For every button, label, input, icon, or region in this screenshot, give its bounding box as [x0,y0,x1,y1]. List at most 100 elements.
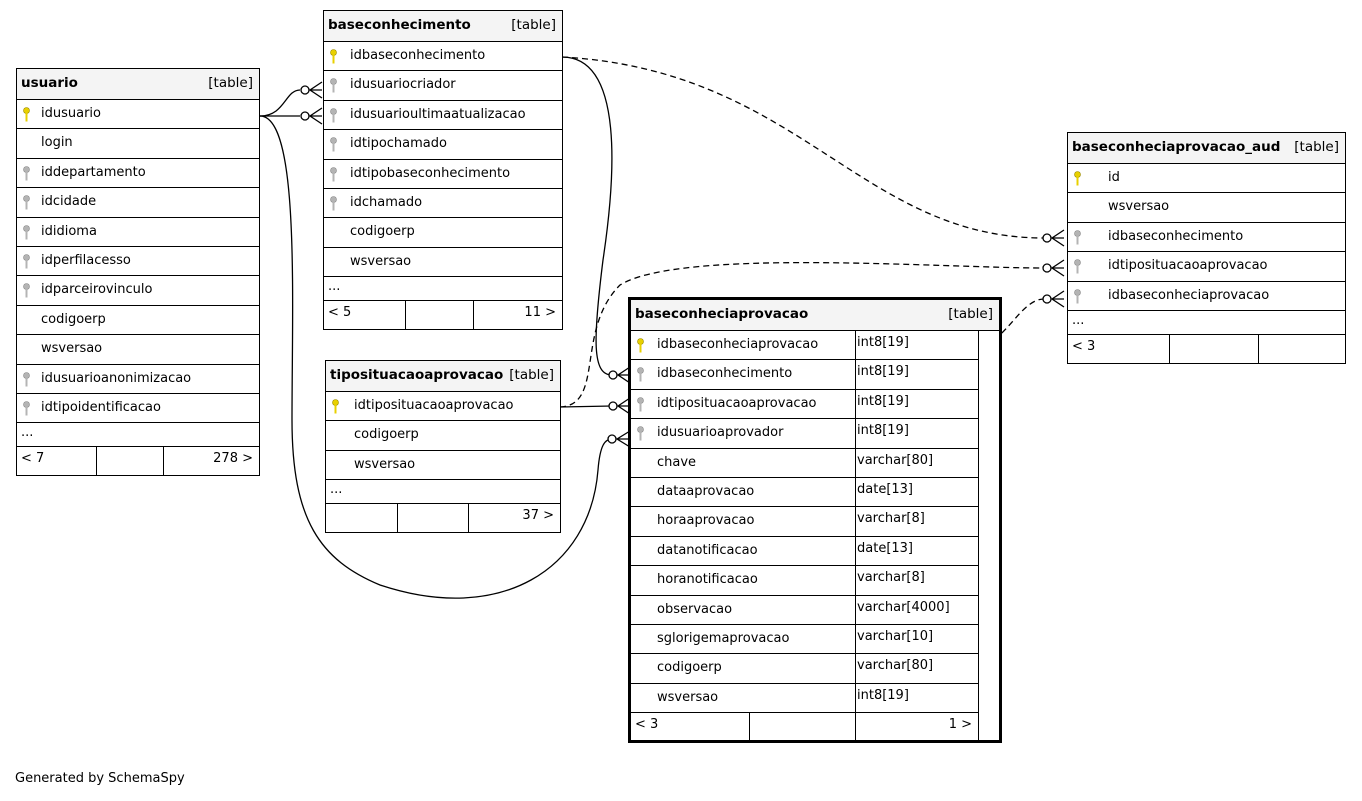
column-row: idusuarioultimaatualizacao [324,101,562,131]
column-row: idtiposituacaoaprovacao [326,392,560,422]
footer-children: 11 > [524,305,556,321]
column-row: idtipobaseconhecimento [324,160,562,189]
column-name: idcidade [41,194,97,210]
column-name: wsversao [657,689,719,705]
column-type: int8[19] [857,393,909,409]
column-name: codigoerp [41,311,106,327]
more-columns: ... [324,277,562,302]
foreign-key-icon [23,283,30,298]
column-name: codigoerp [657,660,722,676]
table-header: baseconheciaprovacao [table] [631,300,999,331]
column-row: idbaseconheciaprovacao [1068,282,1345,311]
table-baseconheciaprovacao-aud: baseconheciaprovacao_aud [table] id wsver… [1067,132,1346,364]
column-type: varchar[8] [857,570,925,586]
foreign-key-icon [330,196,337,211]
foreign-key-icon [1074,288,1081,304]
table-footer: < 5 11 > [324,301,562,330]
column-row: ididioma [17,218,259,247]
column-row: horaaprovacao varchar[8] [631,506,978,537]
column-row: idusuariocriador [324,71,562,101]
table-type-tag: [table] [948,306,993,322]
foreign-key-icon [330,78,337,93]
foreign-key-icon [23,254,30,269]
table-name: baseconheciaprovacao [635,306,809,322]
table-baseconheciaprovacao: baseconheciaprovacao [table] idbaseconhe… [628,297,1002,743]
column-name: id [1108,170,1120,185]
column-name: idtiposituacaoaprovacao [1108,258,1268,274]
column-name: horaaprovacao [657,513,755,529]
column-row: datanotificacao date[13] [631,535,978,567]
footer-parents: < 3 [1072,338,1096,354]
more-columns: ... [326,480,560,505]
foreign-key-icon [23,165,30,181]
column-name: codigoerp [350,224,415,240]
column-row: chave varchar[80] [631,447,978,478]
column-row: idperfilacesso [17,247,259,277]
column-name: iddepartamento [41,164,146,180]
column-row: wsversao [1068,193,1345,223]
edge-usuario-baseconhecimento-criador [259,89,301,117]
column-name: sglorigemaprovacao [657,630,790,646]
column-name: idtiposituacaoaprovacao [657,395,817,411]
column-row: wsversao [326,451,560,481]
table-name: baseconheciaprovacao_aud [1072,139,1281,155]
table-footer: 37 > [326,504,560,533]
column-row: idchamado [324,189,562,219]
table-baseconhecimento: baseconhecimento [table] idbaseconhecime… [323,10,563,331]
column-row: idusuario [17,100,259,130]
footer-children: 1 > [948,717,972,733]
primary-key-icon [332,399,339,414]
foreign-key-icon [330,166,337,182]
column-row: login [17,129,259,159]
primary-key-icon [330,49,337,64]
column-name: chave [657,454,697,470]
column-row: sglorigemaprovacao varchar[10] [631,623,978,655]
column-row: codigoerp [326,421,560,451]
foreign-key-icon [330,137,337,152]
column-row: idcidade [17,188,259,218]
column-type: varchar[10] [857,628,934,644]
column-name: idbaseconheciaprovacao [657,337,819,352]
column-name: ididioma [41,223,97,239]
edge-baseconheciaprovacao-aud [975,298,1045,348]
column-name: horanotificacao [657,572,758,588]
generated-by-label: Generated by SchemaSpy [15,771,185,786]
table-header: baseconheciaprovacao_aud [table] [1068,133,1345,164]
column-row: wsversao [17,335,259,365]
table-footer: < 7 278 > [17,447,259,476]
foreign-key-icon [637,367,644,382]
column-name: idtipoidentificacao [41,399,161,415]
foreign-key-icon [330,107,337,123]
more-columns: ... [1068,311,1345,335]
column-row: id [1068,164,1345,194]
column-type: int8[19] [857,423,909,439]
column-name: idbaseconhecimento [657,366,793,382]
table-type-tag: [table] [509,367,554,383]
table-header: tiposituacaoaprovacao [table] [326,361,560,392]
column-name: idusuarioanonimizacao [41,370,192,386]
column-name: login [41,135,73,151]
column-name: idusuariocriador [350,77,456,93]
column-type: varchar[8] [857,511,925,527]
column-type: int8[19] [857,364,909,380]
foreign-key-icon [23,224,30,240]
column-type: varchar[80] [857,452,934,468]
column-name: wsversao [350,253,412,269]
table-tiposituacaoaprovacao: tiposituacaoaprovacao [table] idtipositu… [325,360,561,534]
column-name: datanotificacao [657,542,758,558]
column-name: observacao [657,601,733,617]
edge-tiposituacao-aud [559,261,1045,408]
primary-key-icon [1074,171,1081,186]
column-name: dataaprovacao [657,483,755,499]
column-type: date[13] [857,540,913,556]
table-name: usuario [21,75,78,91]
column-name: codigoerp [354,427,419,443]
foreign-key-icon [637,426,644,441]
